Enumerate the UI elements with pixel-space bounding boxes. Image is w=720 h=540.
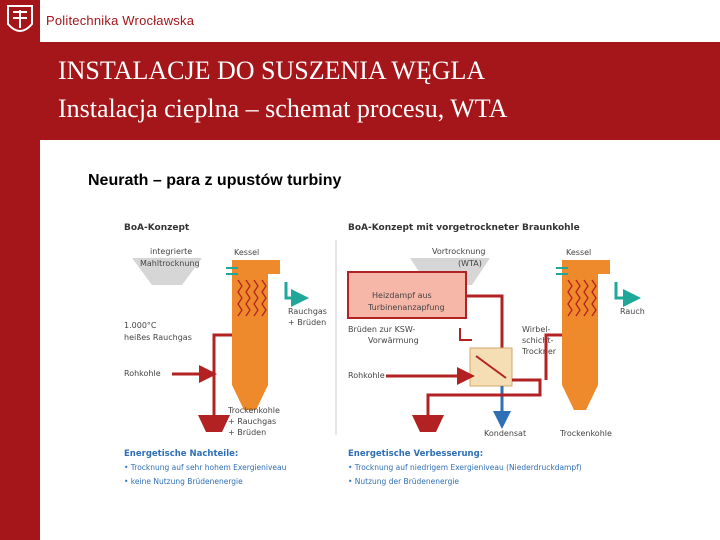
right-mill-funnel [412, 415, 444, 432]
left-nachteile-1: • Trocknung auf sehr hohem Exergieniveau [124, 463, 287, 472]
wirbel-label-3: Trockner [521, 347, 557, 356]
left-nachteile-2: • keine Nutzung Brüdenenergie [124, 477, 243, 486]
right-heading: BoA-Konzept mit vorgetrockneter Braunkoh… [348, 223, 580, 233]
title-banner: INSTALACJE DO SUSZENIA WĘGLA Instalacja … [40, 42, 720, 140]
right-boiler [556, 260, 610, 410]
left-rohkohle-label: Rohkohle [124, 369, 161, 378]
left-sidebar [0, 42, 40, 540]
slide-subtitle: Neurath – para z upustów turbiny [88, 172, 342, 189]
right-rauch-label: Rauch [620, 307, 645, 316]
left-heading: BoA-Konzept [124, 223, 190, 233]
brueden-label-1: Brüden zur KSW- [348, 325, 415, 334]
right-inner-pipe [544, 333, 562, 380]
left-temp-1: 1.000°C [124, 321, 157, 330]
wirbel-label-2: schicht- [522, 336, 553, 345]
right-verbesserung-title: Energetische Verbesserung: [348, 449, 483, 459]
right-verbesserung-1: • Trocknung auf niedrigem Exergieniveau … [348, 463, 582, 472]
left-trocken-1: Trockenkohle [227, 406, 280, 415]
right-rohkohle-label: Rohkohle [348, 371, 385, 380]
heizdampf-box [347, 271, 467, 319]
brueden-label-2: Vorwärmung [368, 336, 419, 345]
process-diagram: BoA-Konzept integrierte Mahltrocknung Ke… [124, 223, 645, 486]
left-boiler [226, 260, 280, 410]
left-kessel-label: Kessel [234, 248, 259, 257]
left-hotgas-pipe [212, 333, 232, 400]
kondensat-label: Kondensat [484, 429, 526, 438]
right-vortrocknung-1: Vortrocknung [432, 247, 486, 256]
left-mill-funnel [198, 415, 230, 432]
left-mahl-label-1: integrierte [150, 247, 192, 256]
top-bar: Politechnika Wrocławska [0, 0, 720, 42]
brueden-pipe [459, 328, 472, 341]
left-fluegas-arrow [284, 282, 309, 307]
wirbel-label-1: Wirbel- [522, 325, 550, 334]
left-rauchgas-2: + Brüden [288, 318, 326, 327]
left-mill-icon [132, 258, 202, 285]
left-rauchgas-1: Rauchgas [288, 307, 327, 316]
right-vortrocknung-2: (WTA) [458, 259, 482, 268]
heizdampf-label-2: Turbinenanzapfung [367, 303, 445, 312]
drycoal-pipe [426, 378, 542, 415]
left-trocken-2: + Rauchgas [228, 417, 276, 426]
right-verbesserung-2: • Nutzung der Brüdenenergie [348, 477, 459, 486]
right-trockenkohle-label: Trockenkohle [559, 429, 612, 438]
slide-title-line1: INSTALACJE DO SUSZENIA WĘGLA [58, 56, 486, 85]
slide-title-line2: Instalacja cieplna – schemat procesu, WT… [58, 94, 508, 123]
left-nachteile-title: Energetische Nachteile: [124, 449, 238, 459]
university-name: Politechnika Wrocławska [46, 13, 195, 28]
right-kessel-label: Kessel [566, 248, 591, 257]
left-trocken-3: + Brüden [228, 428, 266, 437]
left-temp-2: heißes Rauchgas [124, 333, 192, 342]
left-mahl-label-2: Mahltrocknung [140, 259, 200, 268]
university-logo [0, 0, 40, 42]
fluid-bed-dryer [469, 347, 513, 387]
right-fluegas-arrow [614, 282, 641, 307]
heizdampf-label-1: Heizdampf aus [372, 291, 432, 300]
